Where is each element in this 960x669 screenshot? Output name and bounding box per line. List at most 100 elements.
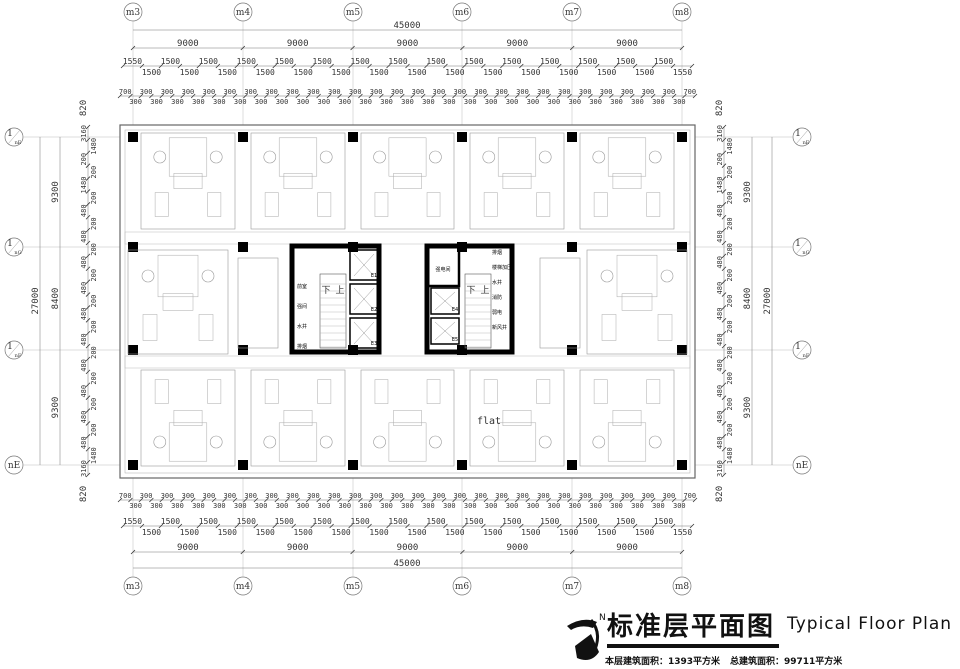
dimension-value: 300 xyxy=(642,88,655,96)
dimension-value: 300 xyxy=(642,492,655,500)
structural-column xyxy=(567,460,577,470)
dimension-tick xyxy=(158,63,164,69)
round-bath-icon xyxy=(319,150,333,164)
dimension-tick xyxy=(721,163,727,168)
structural-column xyxy=(128,242,138,252)
dimension-value: 480 xyxy=(80,230,88,243)
dimension-tick xyxy=(120,523,126,529)
bed-icon xyxy=(601,314,617,341)
dimension-tick xyxy=(692,497,698,503)
dimension-value: 9000 xyxy=(506,543,528,553)
dimension-tick xyxy=(473,93,478,99)
dimension-value: 700 xyxy=(119,492,132,500)
dimension-value: 300 xyxy=(223,492,236,500)
dimension-value: 1500 xyxy=(540,517,559,526)
structural-column xyxy=(238,345,248,355)
dimension-tick xyxy=(546,497,551,503)
bed-icon xyxy=(207,192,222,217)
axis-label-top: 1 xyxy=(7,129,13,139)
dimension-tick xyxy=(577,93,583,99)
dimension-tick xyxy=(190,497,196,503)
dimension-value: 1550 xyxy=(673,68,692,77)
dimension-value: 300 xyxy=(422,98,435,106)
dimension-value: 300 xyxy=(631,98,644,106)
dimension-value: 300 xyxy=(527,98,540,106)
bed-icon xyxy=(374,192,389,217)
dimension-value: 1500 xyxy=(616,57,635,66)
dimension-value: 1480 xyxy=(90,138,98,155)
dimension-value: 300 xyxy=(391,88,404,96)
dimension-value: 1500 xyxy=(218,528,237,537)
dimension-value: 480 xyxy=(716,359,724,372)
dimension-value: 1500 xyxy=(331,68,350,77)
bedroom xyxy=(616,254,658,298)
dimension-bay-depth: 9300 xyxy=(51,181,61,203)
dimension-value: 300 xyxy=(600,492,613,500)
dimension-tick xyxy=(410,93,416,99)
dimension-value: 300 xyxy=(359,502,372,510)
dimension-tick xyxy=(613,63,619,69)
dimension-tick xyxy=(632,523,638,529)
structural-column xyxy=(128,132,138,142)
dimension-value: 1500 xyxy=(483,68,502,77)
dimension-tick xyxy=(211,93,217,99)
dimension-tick xyxy=(443,63,448,69)
dimension-tick xyxy=(721,395,727,400)
dimension-tick xyxy=(222,497,227,503)
dimension-tick xyxy=(721,176,727,181)
dimension-tick xyxy=(420,497,426,503)
dimension-tick xyxy=(316,497,321,503)
dimension-tick xyxy=(504,93,510,99)
dimension-tick xyxy=(85,369,91,375)
dimension-tick xyxy=(85,279,91,284)
dimension-value: 480 xyxy=(80,333,88,346)
dimension-tick xyxy=(379,497,384,503)
axis-label-m3: m3 xyxy=(126,582,141,592)
dimension-tick xyxy=(264,497,269,503)
structural-column xyxy=(128,460,138,470)
kitchen-counter xyxy=(612,173,642,189)
dimension-tick xyxy=(494,93,499,99)
round-bath-icon xyxy=(592,435,606,449)
round-bath-icon xyxy=(319,435,333,449)
dimension-value: 480 xyxy=(80,282,88,295)
bed-icon xyxy=(593,379,608,404)
structural-column xyxy=(677,345,687,355)
stair xyxy=(319,273,347,349)
dimension-value: 9000 xyxy=(287,39,309,49)
axis-label-top: 1 xyxy=(7,342,13,352)
bedroom xyxy=(388,422,427,462)
dimension-value: 480 xyxy=(80,411,88,424)
dimension-tick xyxy=(350,549,355,555)
dimension-value: 300 xyxy=(652,98,665,106)
kitchen-counter xyxy=(502,173,532,189)
dimension-tick xyxy=(721,408,727,413)
dimension-value: 300 xyxy=(203,88,216,96)
dimension-value: 1500 xyxy=(350,57,369,66)
building-inner-outline xyxy=(124,129,691,474)
dimension-tick xyxy=(410,497,416,503)
round-bath-icon xyxy=(153,435,167,449)
dimension-value: 9000 xyxy=(616,39,638,49)
structural-column xyxy=(677,460,687,470)
bed-icon xyxy=(483,379,498,404)
dimension-value: 300 xyxy=(433,88,446,96)
dimension-tick xyxy=(196,523,202,529)
axis-label-bottom: nF xyxy=(803,353,810,359)
dimension-tick xyxy=(234,523,240,529)
dimension-tick xyxy=(629,93,635,99)
dimension-tick xyxy=(222,93,227,99)
stair xyxy=(464,273,492,349)
dimension-tick xyxy=(629,497,635,503)
dimension-value: 300 xyxy=(568,502,581,510)
dimension-value: 1500 xyxy=(521,528,540,537)
structural-column xyxy=(677,242,687,252)
dimension-value: 480 xyxy=(716,411,724,424)
dimension-value: 300 xyxy=(506,502,519,510)
dimension-tick xyxy=(85,343,91,349)
dimension-tick xyxy=(651,63,657,69)
dimension-tick xyxy=(613,523,619,529)
dimension-tick xyxy=(692,93,698,99)
dimension-value: 1500 xyxy=(559,68,578,77)
structural-column xyxy=(457,460,467,470)
